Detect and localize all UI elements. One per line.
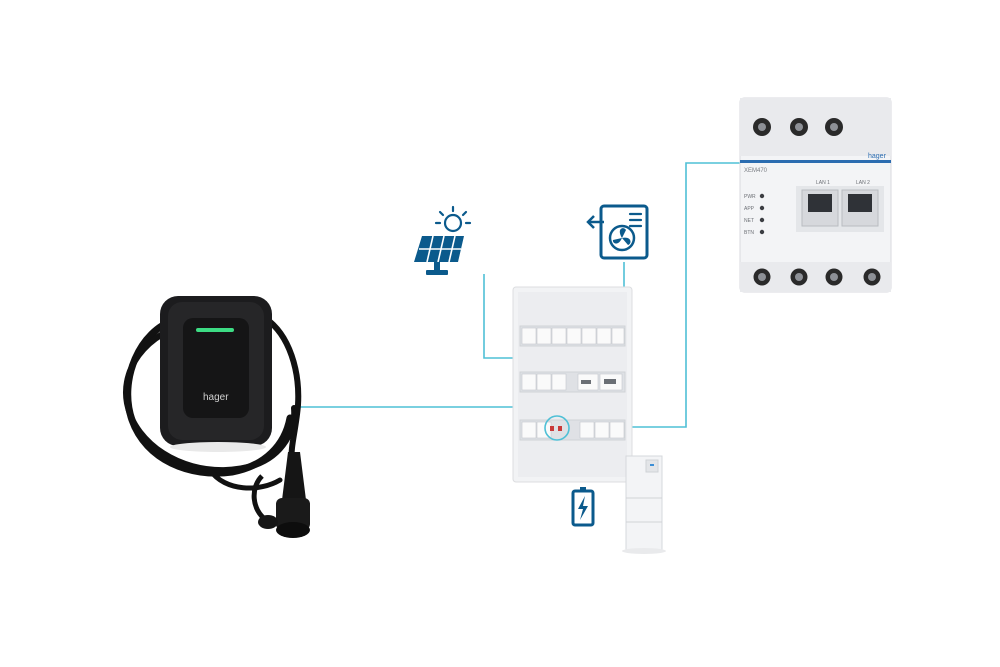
led-label-btn: BTN	[744, 230, 754, 236]
battery-charging-icon	[571, 487, 595, 527]
line-solar-to-panel	[483, 274, 513, 359]
lan-port-label-2: LAN 2	[856, 180, 870, 186]
connector-lines	[296, 162, 740, 428]
status-led	[196, 328, 234, 332]
led-label-pwr: PWR	[744, 194, 756, 200]
solar-panel-icon	[414, 205, 472, 275]
led-label-net: NET	[744, 218, 754, 224]
lan-port-label-1: LAN 1	[816, 180, 830, 186]
wallbox-brand-label: hager	[203, 392, 229, 403]
heat-pump-icon	[586, 204, 649, 260]
status-led-list: PWR APP NET BTN	[744, 193, 765, 236]
lan-port-2	[841, 189, 879, 227]
energy-manager-brand: hager	[868, 153, 887, 160]
line-panel-to-energy-manager	[629, 162, 740, 428]
wallbox-charger: hager	[123, 296, 310, 538]
lan-port-1	[801, 189, 839, 227]
charging-plug	[251, 452, 310, 538]
home-battery-storage	[622, 455, 666, 554]
distribution-panel	[512, 286, 633, 483]
highlight-circle	[544, 415, 570, 441]
energy-manager-device: hager XEM470 PWR APP NET BTN LAN 1 LAN 2	[739, 97, 892, 293]
energy-manager-model: XEM470	[744, 168, 768, 174]
led-label-app: APP	[744, 206, 755, 212]
